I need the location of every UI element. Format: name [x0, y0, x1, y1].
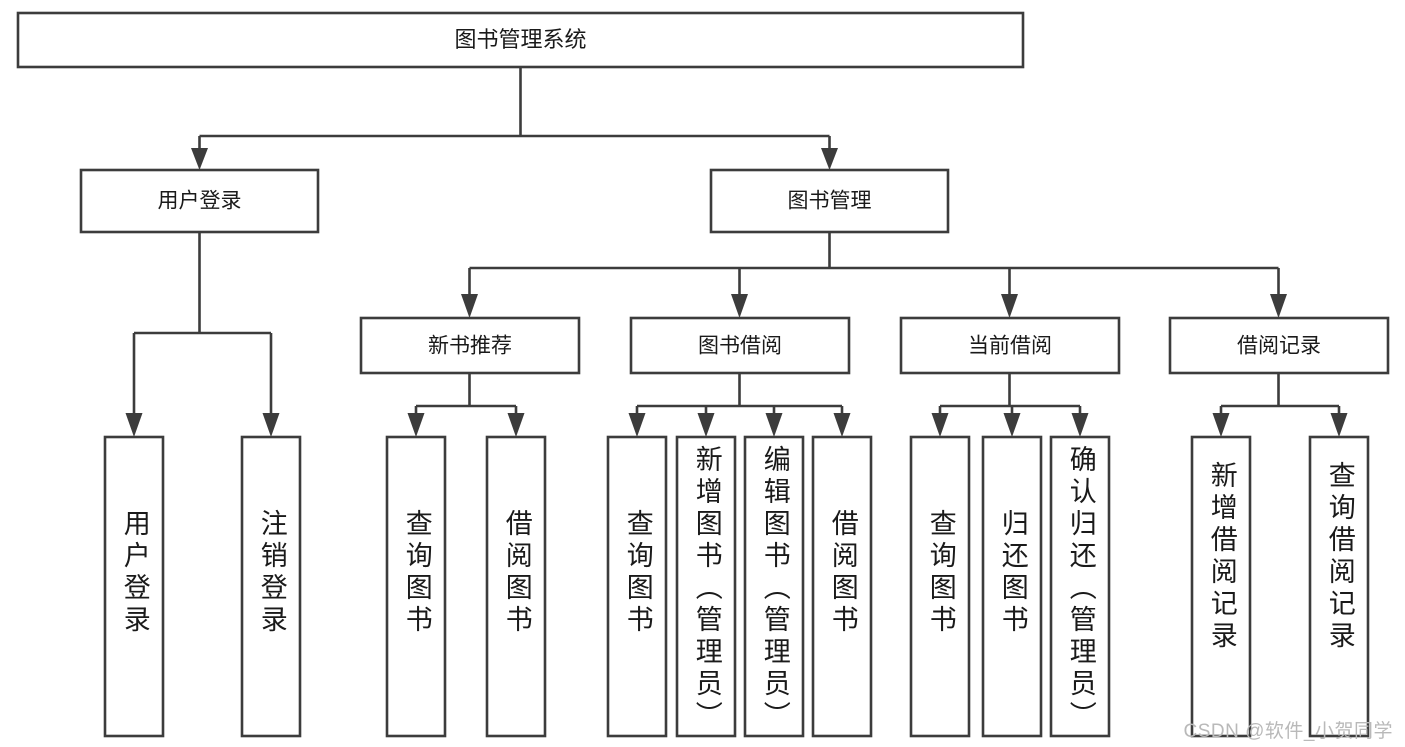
node-book-borrow-label: 图书借阅 [698, 335, 782, 358]
arrow-to-leaf-edit-book [765, 413, 783, 437]
node-current-borrow[interactable]: 当前借阅 [899, 316, 1121, 375]
node-root[interactable]: 图书管理系统 [16, 11, 1025, 69]
arrow-to-leaf-borrow-book-2 [833, 413, 851, 437]
leaf-box-query-book-2[interactable] [606, 435, 668, 738]
node-book-management-label: 图书管理 [788, 190, 872, 213]
leaf-box-add-book[interactable] [675, 435, 737, 738]
node-borrow-record-label: 借阅记录 [1237, 335, 1321, 358]
arrow-to-leaf-user-login [125, 413, 143, 437]
leaf-box-add-record[interactable] [1190, 435, 1252, 738]
node-user-login-box[interactable] [79, 168, 320, 234]
node-current-borrow-box[interactable] [899, 316, 1121, 375]
csdn-watermark: CSDN @软件_小贺同学 [1183, 721, 1393, 742]
node-root-box[interactable] [16, 11, 1025, 69]
arrow-to-book-mgmt [821, 148, 838, 170]
arrow-to-leaf-return-book [1003, 413, 1021, 437]
node-book-management-box[interactable] [709, 168, 950, 234]
leaf-box-logout[interactable] [240, 435, 302, 738]
node-user-login[interactable]: 用户登录 [79, 168, 320, 234]
node-book-borrow-box[interactable] [629, 316, 851, 375]
arrow-to-leaf-add-book [697, 413, 715, 437]
node-root-label: 图书管理系统 [454, 27, 586, 52]
leaf-box-borrow-book-2[interactable] [811, 435, 873, 738]
leaf-box-edit-book[interactable] [743, 435, 805, 738]
leaf-box-query-book-3[interactable] [909, 435, 971, 738]
node-user-login-label: 用户登录 [158, 190, 242, 213]
leaf-box-borrow-book-1[interactable] [485, 435, 547, 738]
leaf-box-query-record[interactable] [1308, 435, 1370, 738]
arrow-to-leaf-confirm-return [1071, 413, 1089, 437]
connector-group [125, 67, 1348, 437]
arrow-to-user-login [191, 148, 208, 170]
arrow-to-leaf-borrow-book-1 [507, 413, 525, 437]
node-borrow-record[interactable]: 借阅记录 [1168, 316, 1390, 375]
leaf-box-query-book-1[interactable] [385, 435, 447, 738]
arrow-to-borrow-record [1270, 294, 1287, 318]
arrow-to-leaf-query-book-1 [407, 413, 425, 437]
node-borrow-record-box[interactable] [1168, 316, 1390, 375]
arrow-to-leaf-query-book-3 [931, 413, 949, 437]
leaf-boxes-group [103, 435, 1370, 738]
node-new-book-recommend[interactable]: 新书推荐 [359, 316, 581, 375]
arrow-to-current-borrow [1001, 294, 1018, 318]
node-current-borrow-label: 当前借阅 [968, 335, 1052, 358]
node-new-book-recommend-label: 新书推荐 [428, 335, 512, 358]
node-new-book-recommend-box[interactable] [359, 316, 581, 375]
leaf-box-user-login[interactable] [103, 435, 165, 738]
leaf-box-return-book[interactable] [981, 435, 1043, 738]
arrow-to-leaf-query-book-2 [628, 413, 646, 437]
arrow-to-book-borrow [731, 294, 748, 318]
node-book-management[interactable]: 图书管理 [709, 168, 950, 234]
arrow-to-leaf-logout [262, 413, 280, 437]
arrow-to-new-book-rec [461, 294, 478, 318]
leaf-box-confirm-return[interactable] [1049, 435, 1111, 738]
node-book-borrow[interactable]: 图书借阅 [629, 316, 851, 375]
arrow-to-leaf-query-record [1330, 413, 1348, 437]
arrow-to-leaf-add-record [1212, 413, 1230, 437]
